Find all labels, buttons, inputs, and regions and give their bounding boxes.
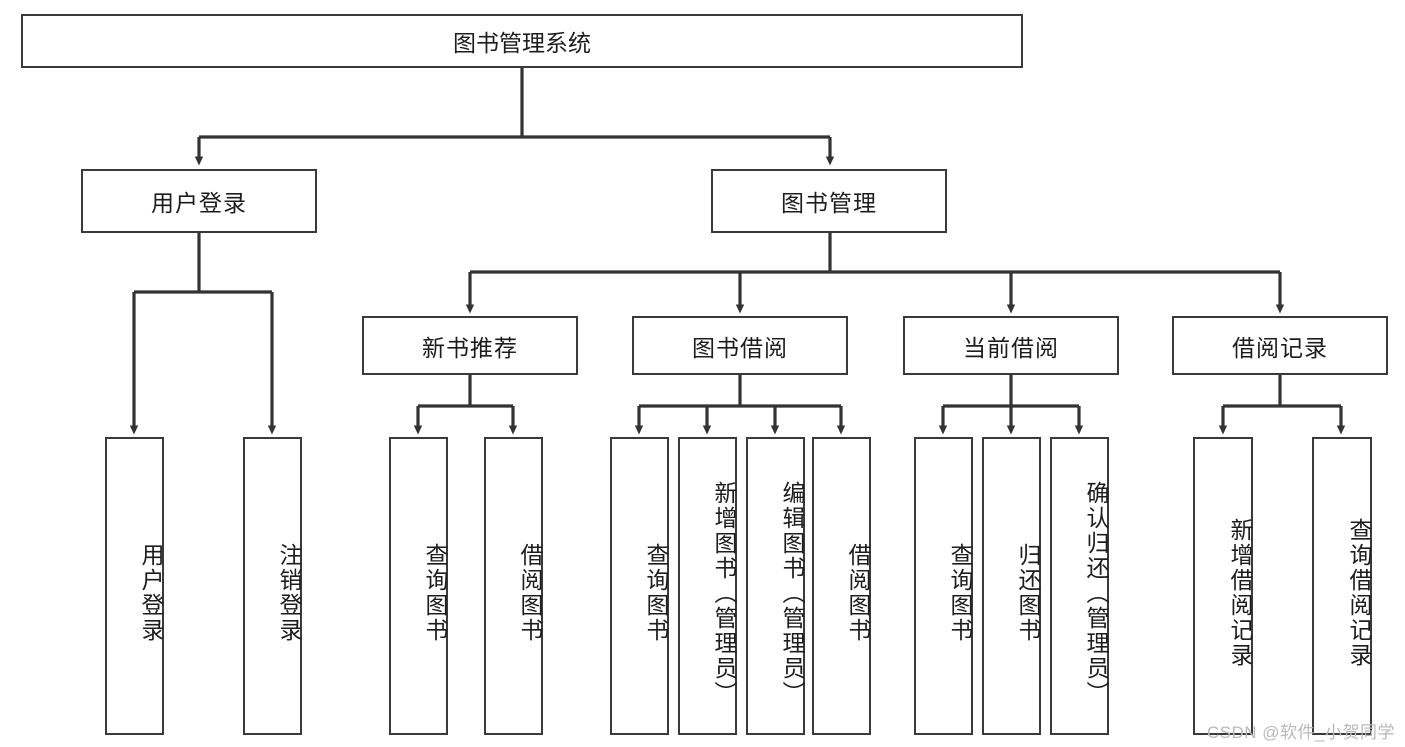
node-label: 新增图书（管理员） xyxy=(711,480,737,706)
leaf-borrow-book-2[interactable]: 借阅图书 xyxy=(812,437,871,735)
leaf-edit-book[interactable]: 编辑图书（管理员） xyxy=(746,437,805,735)
node-label: 用户登录 xyxy=(138,543,164,643)
node-label: 归还图书 xyxy=(1015,543,1041,643)
leaf-query-book-3[interactable]: 查询图书 xyxy=(914,437,973,735)
node-label: 用户登录 xyxy=(151,190,247,216)
node-label: 图书借阅 xyxy=(692,334,788,361)
node-label: 注销登录 xyxy=(276,543,302,643)
node-book-borrow[interactable]: 图书借阅 xyxy=(632,316,848,375)
node-user-login[interactable]: 用户登录 xyxy=(81,169,317,233)
node-label: 借阅记录 xyxy=(1232,334,1328,361)
leaf-return-book[interactable]: 归还图书 xyxy=(982,437,1041,735)
node-label: 借阅图书 xyxy=(845,543,871,643)
leaf-add-book[interactable]: 新增图书（管理员） xyxy=(678,437,737,735)
node-label: 新书推荐 xyxy=(422,334,518,361)
node-label: 编辑图书（管理员） xyxy=(779,480,805,706)
node-label: 新增借阅记录 xyxy=(1227,518,1253,668)
node-label: 查询图书 xyxy=(947,543,973,643)
leaf-user-login[interactable]: 用户登录 xyxy=(105,437,164,735)
csdn-watermark: CSDN @软件_小贺同学 xyxy=(1206,723,1395,742)
node-label: 查询图书 xyxy=(643,543,669,643)
node-new-book-recommend[interactable]: 新书推荐 xyxy=(362,316,578,375)
node-borrow-record[interactable]: 借阅记录 xyxy=(1172,316,1388,375)
node-label: 借阅图书 xyxy=(517,543,543,643)
leaf-query-book-1[interactable]: 查询图书 xyxy=(389,437,448,735)
node-label: 查询借阅记录 xyxy=(1346,518,1372,668)
node-book-manage[interactable]: 图书管理 xyxy=(711,169,947,233)
node-label: 确认归还（管理员） xyxy=(1083,480,1109,706)
leaf-query-record[interactable]: 查询借阅记录 xyxy=(1312,437,1372,735)
node-current-borrow[interactable]: 当前借阅 xyxy=(903,316,1119,375)
leaf-logout-login[interactable]: 注销登录 xyxy=(243,437,302,735)
leaf-query-book-2[interactable]: 查询图书 xyxy=(610,437,669,735)
node-root-system[interactable]: 图书管理系统 xyxy=(21,14,1023,68)
leaf-confirm-return[interactable]: 确认归还（管理员） xyxy=(1050,437,1109,735)
node-label: 图书管理系统 xyxy=(453,30,591,56)
node-label: 查询图书 xyxy=(422,543,448,643)
node-label: 当前借阅 xyxy=(963,334,1059,361)
leaf-borrow-book-1[interactable]: 借阅图书 xyxy=(484,437,543,735)
leaf-add-record[interactable]: 新增借阅记录 xyxy=(1193,437,1253,735)
node-label: 图书管理 xyxy=(781,190,877,216)
